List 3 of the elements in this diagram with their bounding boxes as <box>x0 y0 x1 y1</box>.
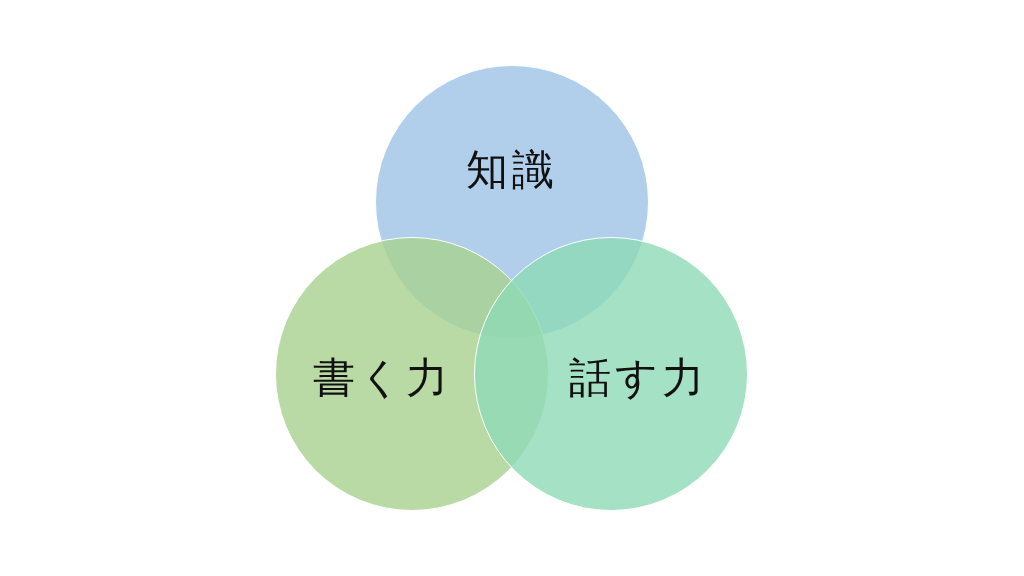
circle-label: 知識 <box>466 144 558 196</box>
circle-label: 話す力 <box>568 352 708 404</box>
circle-label: 書く力 <box>312 352 452 404</box>
